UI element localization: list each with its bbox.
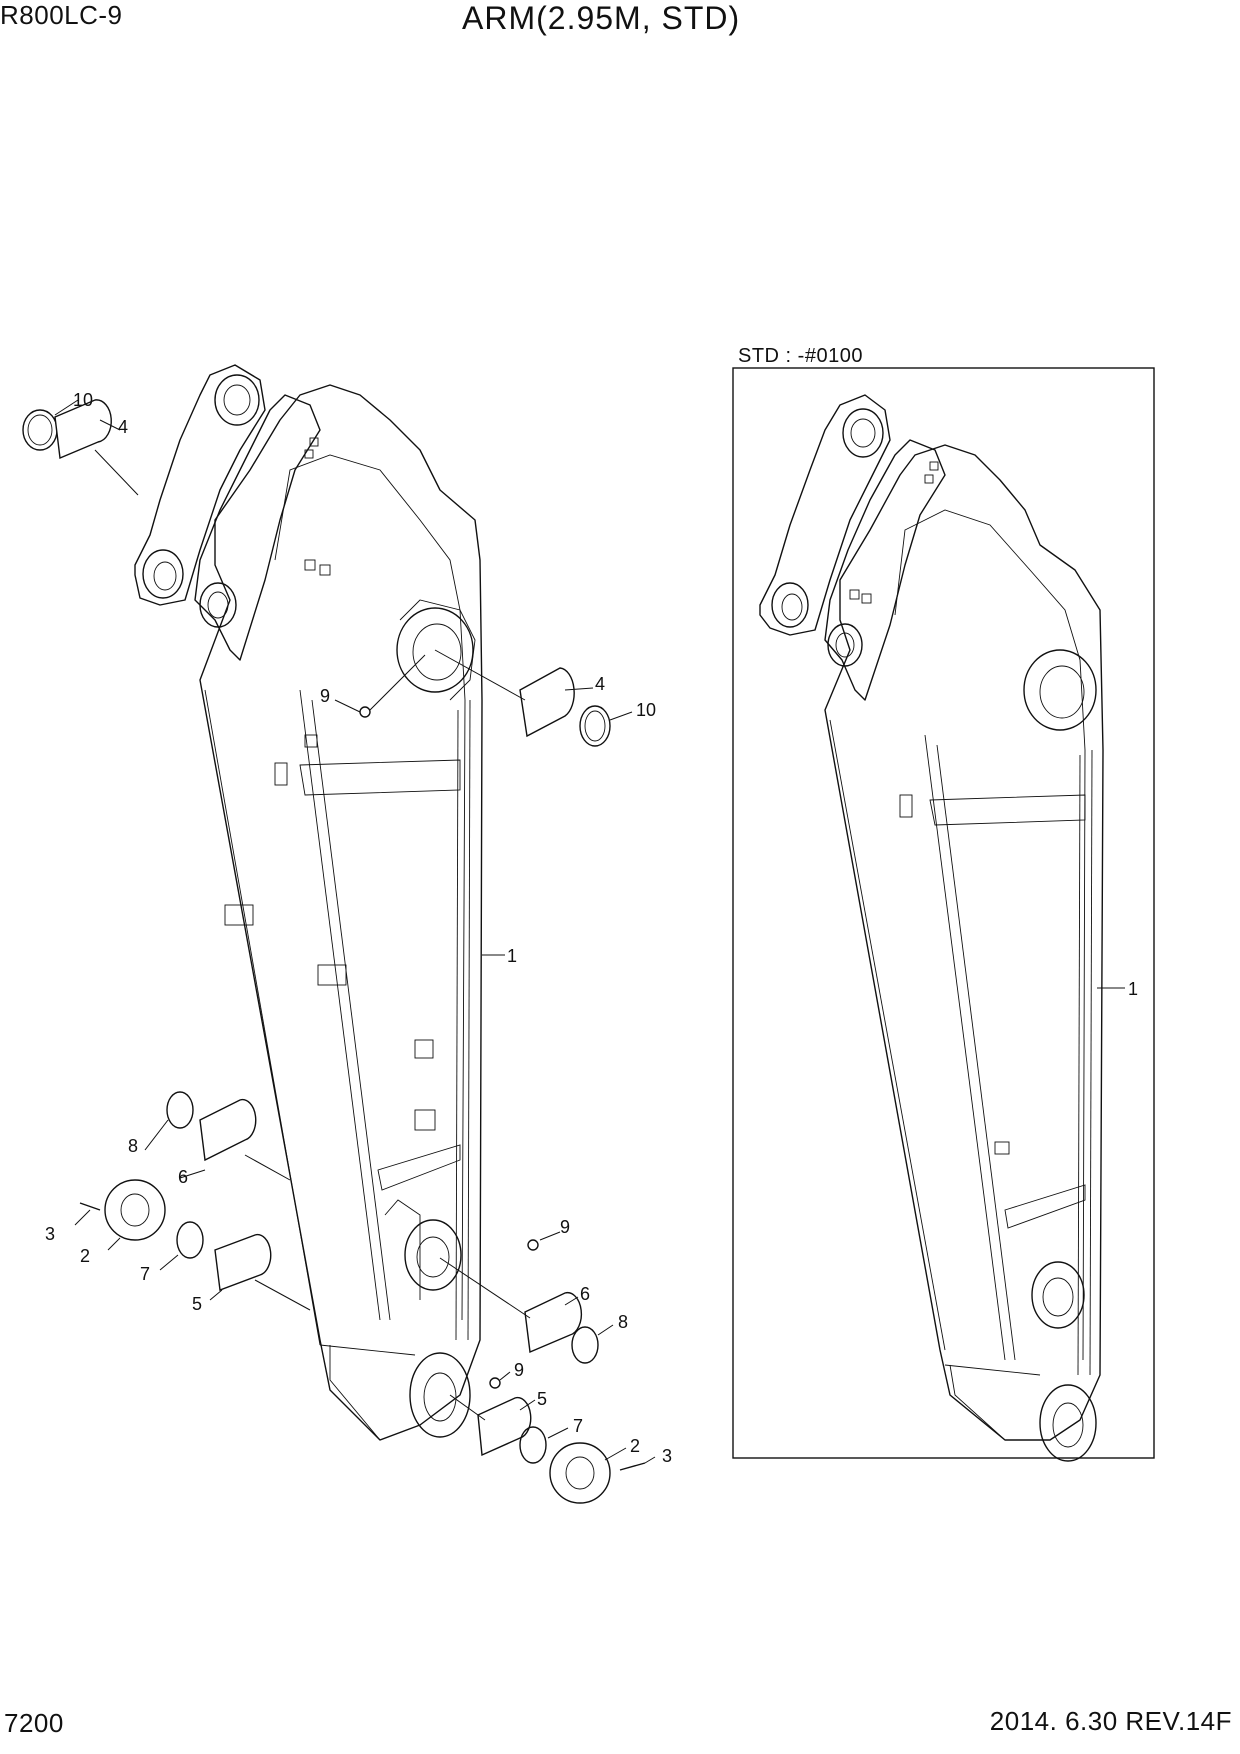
callout: 5 [537, 1389, 547, 1409]
callout: 9 [320, 686, 330, 706]
callouts-main: 10 4 9 4 10 1 8 6 3 2 7 5 9 6 8 9 5 7 2 … [45, 390, 672, 1466]
ring-10-right [579, 705, 611, 747]
callout: 9 [514, 1360, 524, 1380]
callout: 7 [140, 1264, 150, 1284]
callout: 2 [630, 1436, 640, 1456]
plate-2-left [104, 1179, 166, 1241]
ring-7-left [176, 1221, 204, 1259]
page-number: 7200 [4, 1708, 64, 1738]
callout: 3 [662, 1446, 672, 1466]
arm-main-drawing [134, 364, 483, 1441]
model-label: R800LC-9 [0, 0, 123, 30]
ring-7-bottom [519, 1426, 547, 1464]
callout: 7 [573, 1416, 583, 1436]
ring-8-left [166, 1091, 194, 1129]
callout: 3 [45, 1224, 55, 1244]
revision-date: 2014. 6.30 REV.14F [989, 1706, 1232, 1736]
callout: 9 [560, 1217, 570, 1237]
bushing-4-upper [54, 399, 112, 460]
callout: 8 [128, 1136, 138, 1156]
ring-8-right [571, 1326, 599, 1364]
bolt-3-left [79, 1202, 101, 1211]
callout: 6 [580, 1284, 590, 1304]
bolt-3-bottom [619, 1462, 646, 1471]
callout: 5 [192, 1294, 202, 1314]
callout: 10 [73, 390, 93, 410]
fitting-9-mid [527, 1239, 539, 1251]
inset-label: STD : -#0100 [738, 345, 863, 367]
page-title: ARM(2.95M, STD) [462, 0, 741, 36]
bushing-6-right [524, 1291, 583, 1354]
callout: 2 [80, 1246, 90, 1266]
callout: 1 [507, 946, 517, 966]
callout: 10 [636, 700, 656, 720]
bushing-6-left [199, 1098, 257, 1162]
fitting-9-top [359, 706, 371, 718]
callout: 8 [618, 1312, 628, 1332]
plate-2-bottom [549, 1442, 611, 1504]
bushing-4-right [519, 667, 575, 738]
callout: 4 [595, 674, 605, 694]
bushing-5-bottom [477, 1396, 532, 1457]
callout: 6 [178, 1167, 188, 1187]
arm-inset-drawing: 1 [759, 394, 1138, 1462]
callout: 1 [1128, 979, 1138, 999]
leader-lines [54, 399, 656, 1464]
callout: 4 [118, 417, 128, 437]
bushing-5-left [214, 1233, 272, 1291]
loose-parts [22, 399, 646, 1504]
fitting-9-bottom [489, 1377, 501, 1389]
inset-frame [732, 367, 1155, 1459]
